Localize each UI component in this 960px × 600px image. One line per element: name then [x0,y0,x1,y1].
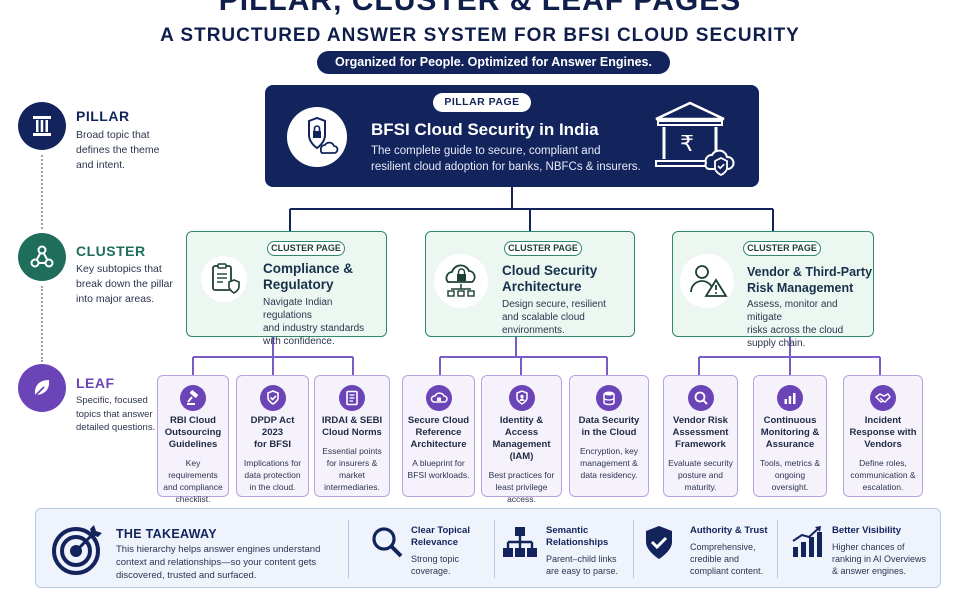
cluster-tag: CLUSTER PAGE [267,241,345,256]
legend-pillar-title: PILLAR [76,108,130,124]
shield-lock-icon [287,107,347,167]
column-icon [18,102,66,150]
shield-user-icon [508,385,535,411]
handshake-icon [870,385,896,411]
legend-connector [41,286,43,362]
gavel-icon [180,385,206,411]
shield-check-icon [642,525,676,566]
database-icon [596,385,622,411]
divider [494,520,495,578]
pillar-desc: The complete guide to secure, compliant … [371,145,641,173]
legend-connector [41,155,43,229]
legend-cluster-title: CLUSTER [76,243,146,259]
takeaway-title: THE TAKEAWAY [116,527,217,541]
divider [348,520,349,578]
network-nodes-icon [18,233,66,281]
cluster-tag: CLUSTER PAGE [743,241,821,256]
pillar-card[interactable]: PILLAR PAGE BFSI Cloud Security in India… [265,85,759,187]
pillar-tag: PILLAR PAGE [433,93,531,112]
magnifier-icon [687,385,714,411]
magnifier-icon [370,525,404,564]
person-warning-icon [680,254,734,308]
cluster-tag: CLUSTER PAGE [504,241,582,256]
takeaway-desc: This hierarchy helps answer engines unde… [116,544,321,581]
bar-chart-icon [777,385,803,411]
leaf-desc: Define roles,communication &escalation. [850,458,916,492]
growth-chart-icon [790,525,824,564]
shield-check-icon [259,385,286,411]
divider [633,520,634,578]
page-subtitle: A STRUCTURED ANSWER SYSTEM FOR BFSI CLOU… [160,25,800,46]
hierarchy-icon [502,525,538,566]
leaf-icon [18,364,66,412]
takeaway-panel: THE TAKEAWAY This hierarchy helps answer… [35,508,941,588]
target-icon [50,521,106,582]
legend-leaf-title: LEAF [76,375,115,391]
bank-rupee-icon: ₹ [650,97,745,187]
clipboard-shield-icon [201,256,247,302]
pillar-title: BFSI Cloud Security in India [371,120,599,139]
cloud-lock-icon [434,254,488,308]
cluster-card-compliance[interactable]: CLUSTER PAGE Compliance &Regulatory Navi… [186,231,387,347]
takeaway-item-authority: Authority & Trust Comprehensive,credible… [690,525,768,576]
page-title: PILLAR, CLUSTER & LEAF PAGES [218,0,742,17]
document-icon [339,385,365,411]
cluster-title: Compliance &Regulatory [263,261,354,292]
tagline-badge: Organized for People. Optimized for Answ… [317,51,670,74]
cloud-lock-icon [425,385,452,411]
divider [777,520,778,578]
svg-text:₹: ₹ [680,132,694,157]
